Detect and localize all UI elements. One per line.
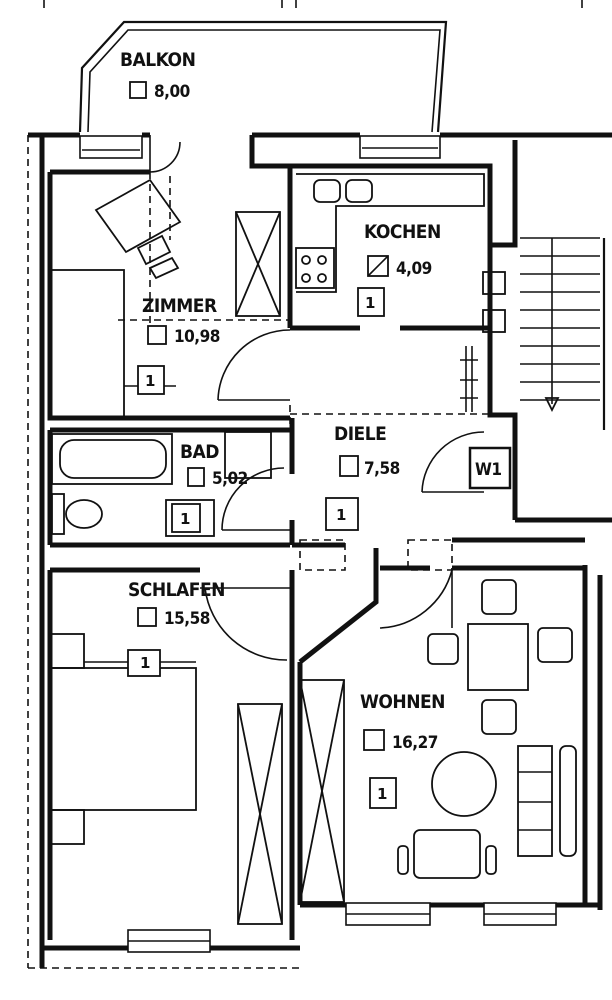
room-area: 5,02 — [212, 469, 248, 489]
room-count: 1 — [336, 506, 346, 524]
room-name: ZIMMER — [142, 295, 217, 317]
room-name: SCHLAFEN — [128, 579, 225, 601]
top-edge-marks — [43, 0, 583, 8]
room-area: 15,58 — [164, 609, 210, 629]
room-name: BALKON — [120, 49, 195, 71]
dashed-lines — [118, 172, 490, 632]
staircase — [520, 237, 606, 430]
room-count: 1 — [140, 654, 150, 672]
room-name: KOCHEN — [364, 221, 441, 243]
room-name: DIELE — [334, 423, 386, 445]
balcony-outline — [78, 20, 448, 133]
room-label-wohnen: WOHNEN 16,27 1 — [360, 691, 446, 809]
wardrobes — [235, 211, 345, 925]
exterior-walls — [27, 132, 612, 969]
w1-mark: W1 — [468, 446, 512, 490]
room-area: 8,00 — [154, 82, 190, 102]
room-label-diele: DIELE 7,58 1 — [325, 423, 400, 531]
doors — [149, 135, 485, 661]
room-label-bad: BAD 5,02 1 — [171, 441, 248, 533]
room-area: 4,09 — [396, 259, 432, 279]
room-label-schlafen: SCHLAFEN 15,58 1 — [127, 579, 225, 677]
room-count: 1 — [365, 294, 375, 312]
room-name: WOHNEN — [360, 691, 445, 713]
room-label-kochen: KOCHEN 4,09 1 — [357, 221, 441, 317]
room-area: 16,27 — [392, 733, 438, 753]
room-label-balkon: BALKON 8,00 — [120, 49, 196, 102]
kitchen-furniture — [295, 173, 506, 412]
room-area: 7,58 — [364, 459, 400, 479]
zimmer-furniture — [49, 178, 182, 419]
room-count: 1 — [377, 785, 387, 803]
room-count: 1 — [145, 372, 155, 390]
schlafen-furniture — [49, 633, 197, 845]
room-area: 10,98 — [174, 327, 220, 347]
room-count: 1 — [180, 510, 190, 528]
bath-furniture — [51, 431, 272, 537]
w1-label: W1 — [475, 460, 502, 480]
wohnen-furniture — [397, 579, 577, 879]
room-name: BAD — [180, 441, 219, 463]
room-label-zimmer: ZIMMER 10,98 1 — [137, 295, 220, 395]
